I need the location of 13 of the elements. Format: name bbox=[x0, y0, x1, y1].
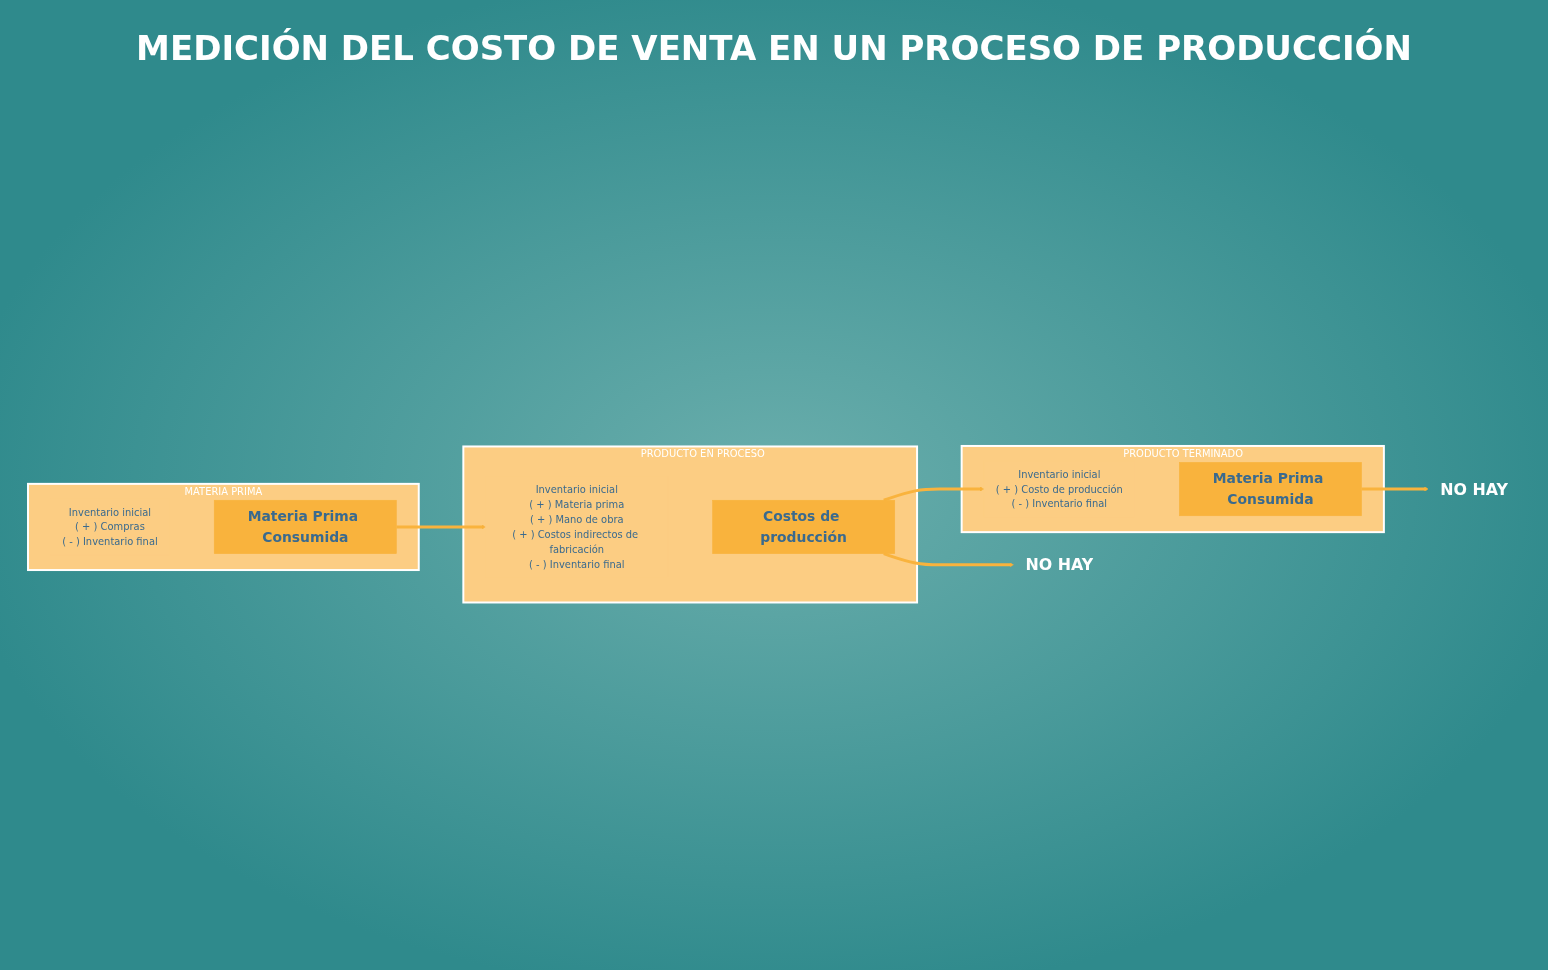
arrow bbox=[883, 486, 985, 502]
node-text: Inventario inicial ( + ) Costo de producción ( - ) Inventario final bbox=[995, 468, 1123, 510]
arrow bbox=[1361, 486, 1429, 491]
node-text: NO HAY bbox=[1025, 555, 1094, 575]
node-text: Inventario inicial ( + ) Compras ( - ) Inventario final bbox=[62, 505, 158, 548]
node-box: Materia Prima Consumida bbox=[1179, 461, 1362, 516]
node-box: Costos de producción bbox=[712, 499, 896, 554]
diagram-title: MEDICIÓN DEL COSTO DE VENTA EN UN PROCESO DE PRODUCCIÓN bbox=[136, 28, 1412, 68]
arrow bbox=[883, 552, 1014, 567]
node-text: NO HAY bbox=[1440, 479, 1509, 499]
node-box: Materia Prima Consumida bbox=[213, 499, 397, 554]
node-text: Inventario inicial ( + ) Materia prima ( + ) Mano de obra ( + ) Costos indirectos de fabricación ( - ) Inventario final bbox=[512, 483, 639, 570]
arrow bbox=[396, 524, 486, 529]
